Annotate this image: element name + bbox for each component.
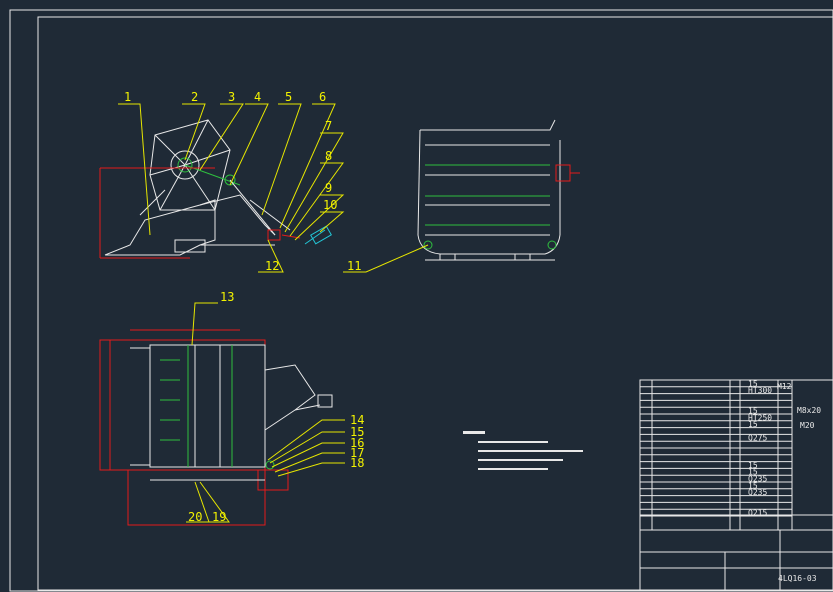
callout-8: 8 <box>325 149 332 163</box>
callout-14: 14 <box>350 413 364 427</box>
title-block: M12 M8x20 M20 4LQ16-03 15HT30015HT25015Q… <box>639 379 833 591</box>
technical-notes <box>463 431 583 470</box>
bom-material: Q235 <box>748 475 767 484</box>
callout-9: 9 <box>325 181 332 195</box>
bom-material: 15 <box>748 468 758 477</box>
callout-10: 10 <box>323 198 337 212</box>
spec-2: M20 <box>800 421 815 430</box>
callout-17: 17 <box>350 446 364 460</box>
leader-lines <box>118 103 429 523</box>
callout-2: 2 <box>191 90 198 104</box>
callout-20: 20 <box>188 510 202 524</box>
drawing-number: 4LQ16-03 <box>778 574 817 583</box>
spec-1: M8x20 <box>797 406 821 415</box>
callout-1: 1 <box>124 90 131 104</box>
bom-material: HT250 <box>748 413 772 422</box>
plan-view <box>99 329 333 526</box>
bom-material: HT300 <box>748 386 772 395</box>
callout-6: 6 <box>319 90 326 104</box>
callout-5: 5 <box>285 90 292 104</box>
bom-material: 15 <box>748 481 758 490</box>
bom-grid <box>640 380 793 530</box>
callout-7: 7 <box>325 119 332 133</box>
outer-frame <box>9 9 833 592</box>
bom-material: Q235 <box>748 488 767 497</box>
bom-material: Q275 <box>748 434 767 443</box>
callout-19: 19 <box>212 510 226 524</box>
callout-11: 11 <box>347 259 361 273</box>
callout-15: 15 <box>350 425 364 439</box>
spec-0: M12 <box>777 382 792 391</box>
bom-material: 15 <box>748 407 758 416</box>
callout-3: 3 <box>228 90 235 104</box>
callout-18: 18 <box>350 456 364 470</box>
callout-12: 12 <box>265 259 279 273</box>
bom-material: 15 <box>748 420 758 429</box>
callout-16: 16 <box>350 436 364 450</box>
side-view <box>99 119 332 259</box>
bom-material: 15 <box>748 379 758 388</box>
bom-material: 15 <box>748 461 758 470</box>
end-view <box>417 119 580 261</box>
bom-material: Q215 <box>748 509 767 518</box>
callout-4: 4 <box>254 90 261 104</box>
callout-labels: 1 2 3 4 5 6 7 8 9 10 11 12 13 14 15 16 1… <box>124 90 364 524</box>
inner-frame <box>37 16 833 591</box>
callout-13: 13 <box>220 290 234 304</box>
